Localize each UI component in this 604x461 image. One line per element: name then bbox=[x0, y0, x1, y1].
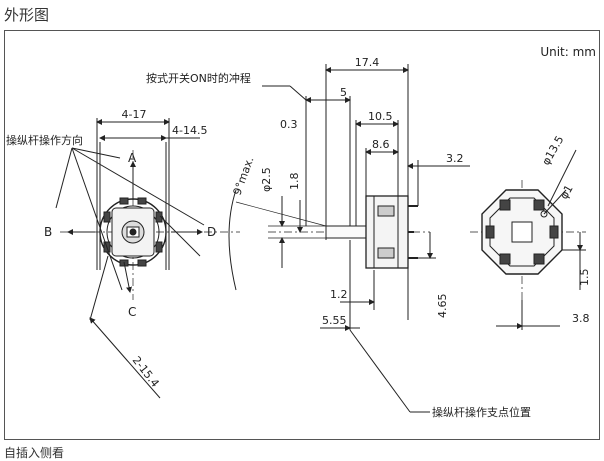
push-stroke-label: 按式开关ON时的冲程 bbox=[146, 71, 251, 85]
dim-10-5: 10.5 bbox=[368, 110, 393, 123]
dim-4-17: 4-17 bbox=[122, 108, 147, 121]
side-view bbox=[228, 64, 470, 413]
dim-2-15-4: 2-15.4 bbox=[130, 354, 162, 390]
direction-b-label: B bbox=[44, 225, 52, 239]
caption: 自插入侧看 bbox=[4, 446, 65, 460]
dim-4-14-5: 4-14.5 bbox=[172, 124, 207, 137]
page-title: 外形图 bbox=[4, 6, 50, 24]
dim-5: 5 bbox=[340, 86, 347, 99]
dim-3-8: 3.8 bbox=[572, 312, 590, 325]
direction-c-label: C bbox=[128, 305, 136, 319]
unit-label: Unit: mm bbox=[540, 45, 596, 59]
fulcrum-label: 操纵杆操作支点位置 bbox=[432, 405, 531, 419]
direction-d-label: D bbox=[207, 225, 216, 239]
dim-phi2-5: φ2.5 bbox=[260, 167, 273, 192]
rear-view bbox=[470, 149, 586, 330]
dim-1-5: 1.5 bbox=[578, 269, 591, 287]
dim-4-65: 4.65 bbox=[436, 294, 449, 319]
dim-8-6: 8.6 bbox=[372, 138, 390, 151]
dim-phi1: φ1 bbox=[557, 183, 575, 202]
dim-phi13-5: φ13.5 bbox=[539, 134, 566, 168]
front-view bbox=[55, 118, 240, 399]
dim-9-max: 9°max. bbox=[231, 155, 257, 197]
dim-1-8: 1.8 bbox=[288, 173, 301, 191]
dim-0-3: 0.3 bbox=[280, 118, 298, 131]
direction-a-label: A bbox=[128, 151, 137, 165]
dim-5-55: 5.55 bbox=[322, 314, 347, 327]
dim-3-2: 3.2 bbox=[446, 152, 464, 165]
dim-17-4: 17.4 bbox=[355, 56, 380, 69]
lever-direction-label: 操纵杆操作方向 bbox=[6, 133, 83, 147]
drawing-frame bbox=[4, 30, 600, 440]
dim-1-2: 1.2 bbox=[330, 288, 348, 301]
